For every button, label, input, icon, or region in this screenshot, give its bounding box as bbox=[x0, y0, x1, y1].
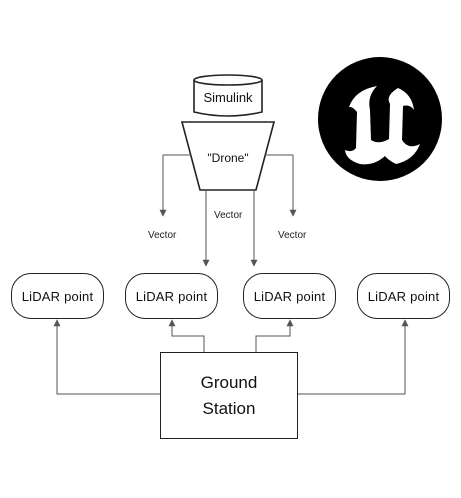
gs-arrow-outer-right bbox=[298, 319, 409, 395]
vector-label-center: Vector bbox=[214, 210, 243, 221]
gs-arrow-outer-left bbox=[53, 319, 160, 395]
vector-label-left: Vector bbox=[148, 230, 177, 241]
unreal-u-mark bbox=[345, 86, 420, 165]
vector-arrow-right bbox=[265, 154, 297, 217]
drone-vector-arrows bbox=[159, 154, 297, 267]
lidar-point-node-2: LiDAR point bbox=[125, 273, 218, 319]
gs-arrow-inner-right bbox=[255, 319, 294, 352]
lidar-point-node-3: LiDAR point bbox=[243, 273, 336, 319]
ground-station-arrows bbox=[53, 319, 409, 395]
lidar-point-node-4: LiDAR point bbox=[357, 273, 450, 319]
vector-arrow-left bbox=[159, 154, 191, 217]
vector-label-right: Vector bbox=[278, 230, 307, 241]
lidar-point-node-1: LiDAR point bbox=[11, 273, 104, 319]
drone-label: "Drone" bbox=[207, 151, 249, 165]
gs-arrow-inner-left bbox=[168, 319, 205, 352]
ground-station-node: Ground Station bbox=[160, 352, 298, 439]
unreal-engine-logo bbox=[318, 57, 442, 181]
simulink-database bbox=[193, 74, 263, 117]
drone-node bbox=[180, 121, 276, 191]
simulink-label: Simulink bbox=[203, 90, 253, 105]
